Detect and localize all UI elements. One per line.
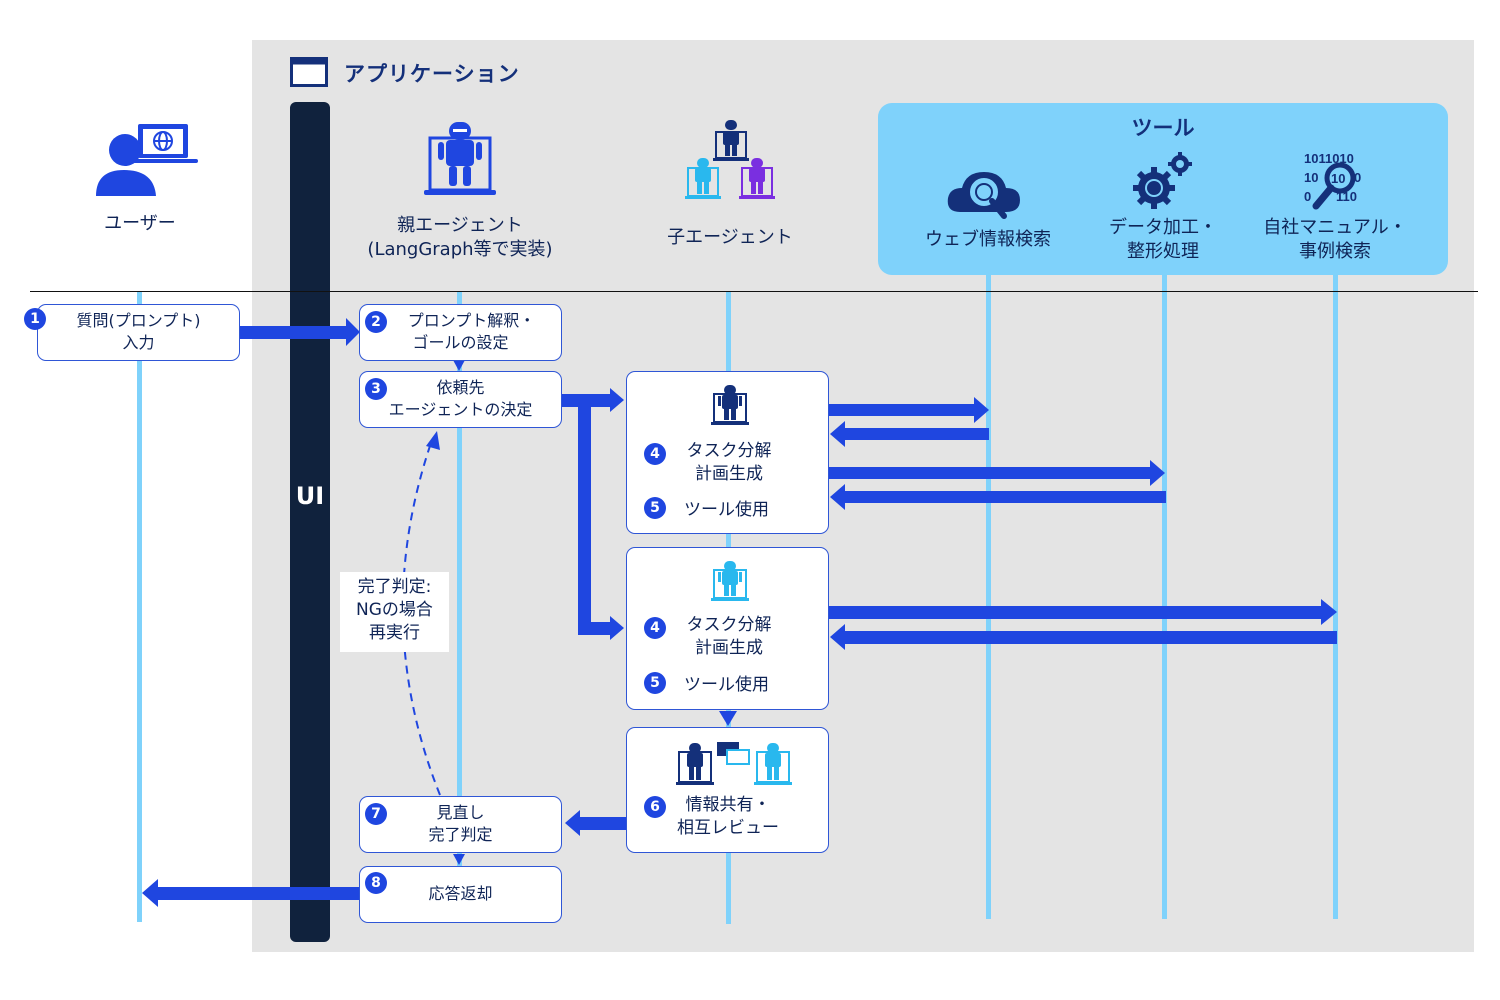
arrow-child1-to-web [829, 404, 976, 416]
child-agent-2-task-line1: タスク分解 [686, 615, 772, 635]
step-3-line2: エージェントの決定 [388, 400, 533, 419]
ui-label: UI [295, 482, 325, 510]
step-2-line1: プロンプト解釈・ [407, 311, 536, 330]
arrow-8-to-user [156, 887, 360, 900]
step-2-line2: ゴールの設定 [412, 333, 509, 352]
retry-note-line3: 再実行 [369, 623, 420, 643]
step-7-line1: 見直し [436, 803, 485, 822]
tool-label-web-search: ウェブ情報検索 [925, 229, 1051, 250]
ui-bar [290, 102, 330, 942]
child-agent-1-task-line2: 計画生成 [695, 464, 763, 484]
lifeline-user [137, 292, 142, 922]
cloud-search-icon [947, 172, 1020, 219]
tool-label-manual-search: 自社マニュアル・ 事例検索 [1250, 216, 1420, 264]
step-6-badge: 6 [644, 796, 666, 818]
svg-text:10: 10 [1331, 171, 1345, 186]
svg-text:0: 0 [1354, 170, 1361, 185]
parent-agent-label: 親エージェント (LangGraph等で実装) [340, 214, 580, 262]
retry-note-line1: 完了判定: [357, 577, 432, 597]
step-6-line2: 相互レビュー [677, 818, 779, 838]
step-3-line1: 依頼先 [436, 378, 485, 397]
step-7-line2: 完了判定 [428, 825, 493, 844]
child-agent-2-robot-icon [711, 561, 749, 601]
step-8-box: 応答返却 [359, 866, 562, 923]
user-label: ユーザー [104, 213, 176, 234]
step-1-line2: 入力 [122, 333, 155, 352]
child-agent-2-tool: ツール使用 [684, 675, 769, 695]
child-agent-1-task-line1: タスク分解 [686, 441, 772, 461]
child-agent-label: 子エージェント [667, 227, 793, 248]
step-1-line1: 質問(プロンプト) [76, 311, 201, 330]
child-agent-2-badge-5: 5 [644, 672, 666, 694]
lifeline-manual-search [1333, 275, 1338, 919]
agents-chat-icon [676, 742, 792, 785]
svg-text:0: 0 [1304, 189, 1311, 204]
retry-dashed-arrow [401, 439, 441, 796]
arrow-manual-to-child2 [843, 631, 1337, 644]
child-agent-2-badge-4: 4 [644, 617, 666, 639]
child-agent-2-task: タスク分解 計画生成 [670, 614, 788, 660]
arrow-7-to-8-head [453, 854, 465, 865]
arrow-2-to-3-head [453, 360, 465, 371]
parent-agent-robot-icon [424, 122, 496, 195]
child-agent-2-task-line2: 計画生成 [695, 638, 763, 658]
svg-text:10: 10 [1304, 170, 1318, 185]
window-icon [290, 57, 328, 87]
step-1-box: 質問(プロンプト) 入力 [37, 304, 240, 361]
step-1-badge: 1 [24, 308, 46, 330]
child-agents-icon [685, 120, 775, 199]
step-3-badge: 3 [365, 378, 387, 400]
step-3-box: 依頼先 エージェントの決定 [359, 371, 562, 428]
tool-label-data-processing-line1: データ加工・ [1109, 217, 1217, 238]
arrow-1-to-2 [240, 326, 348, 339]
arrow-child1-to-data [829, 467, 1152, 479]
parent-agent-label-line1: 親エージェント [397, 215, 523, 236]
child-agent-1-tool: ツール使用 [684, 500, 769, 520]
step-7-box: 見直し 完了判定 [359, 796, 562, 853]
step-6-line1: 情報共有・ [685, 795, 771, 815]
gears-icon [1133, 152, 1192, 209]
user-icon [96, 124, 198, 196]
retry-note-line2: NGの場合 [356, 600, 433, 620]
tool-label-manual-search-line1: 自社マニュアル・ [1263, 217, 1407, 238]
step-6-text: 情報共有・ 相互レビュー [668, 794, 788, 840]
tools-title: ツール [1131, 116, 1195, 140]
application-title: アプリケーション [344, 62, 520, 86]
retry-note: 完了判定: NGの場合 再実行 [340, 572, 449, 652]
lifeline-data-processing [1162, 275, 1167, 919]
divider-line [30, 291, 1478, 292]
child-agent-1-robot-icon [711, 385, 749, 425]
step-7-badge: 7 [365, 803, 387, 825]
arrow-data-to-child1 [843, 491, 1166, 503]
child-agent-1-badge-5: 5 [644, 497, 666, 519]
arrow-6-to-7 [578, 817, 626, 830]
step-8-line1: 応答返却 [428, 884, 493, 903]
step-2-box: プロンプト解釈・ ゴールの設定 [359, 304, 562, 361]
tool-label-data-processing-line2: 整形処理 [1127, 241, 1199, 262]
step-2-badge: 2 [365, 311, 387, 333]
arrow-child2-to-manual [829, 606, 1323, 619]
child-agent-1-task: タスク分解 計画生成 [670, 440, 788, 486]
lifeline-parent [457, 292, 462, 922]
arrow-1-to-2-head [346, 318, 360, 346]
child-agent-1-badge-4: 4 [644, 443, 666, 465]
arrow-child2-to-6-head [719, 711, 737, 726]
lifeline-web-search [986, 275, 991, 919]
tool-label-data-processing: データ加工・ 整形処理 [1080, 216, 1246, 264]
arrow-web-to-child1 [843, 428, 989, 440]
step-8-badge: 8 [365, 872, 387, 894]
svg-text:1011010: 1011010 [1304, 151, 1354, 166]
tool-label-manual-search-line2: 事例検索 [1299, 241, 1371, 262]
parent-agent-label-line2: (LangGraph等で実装) [367, 239, 553, 260]
